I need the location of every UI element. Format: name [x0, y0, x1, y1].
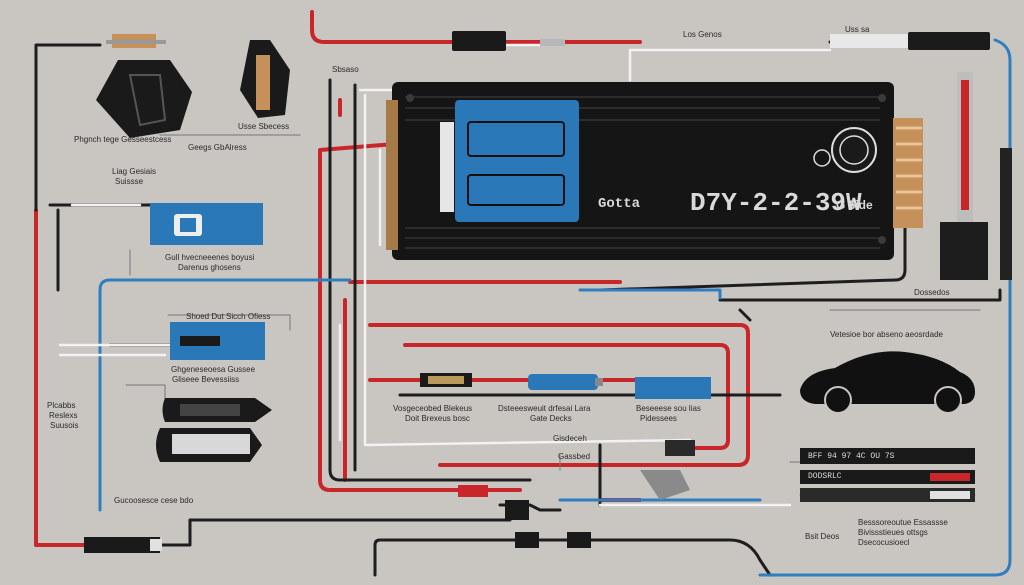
label-top-right-1: Los Genos — [683, 30, 722, 39]
inverter-model-text: D7Y-2-2-39W — [690, 188, 862, 218]
top-fuse — [452, 31, 565, 51]
label-top-left-a: Sbsaso — [332, 65, 359, 74]
label-component-6: Shoed Dut Sicch Ofiess — [186, 312, 271, 321]
label-right-c2: Bivissstieues ottsgs — [858, 528, 928, 537]
switch-3 — [567, 532, 591, 548]
label-top-right-2: Uss sa — [845, 25, 870, 34]
label-right-b: Vetesioe bor abseno aeosrdade — [830, 330, 943, 339]
right-rails — [800, 448, 975, 502]
label-right-c1: Besssoreoutue Essassse — [858, 518, 948, 527]
switch-1 — [505, 500, 529, 520]
label-component-5b: Darenus ghosens — [178, 263, 241, 272]
label-mid-1b: Doit Brexeus bosc — [405, 414, 470, 423]
label-component-2: Usse Sbecess — [238, 122, 290, 131]
label-right-c3: Dsecocusioecl — [858, 538, 910, 547]
fuse-holder-1 — [162, 398, 272, 422]
label-component-4b: Suissse — [115, 177, 144, 186]
label-left-c: Suusois — [50, 421, 79, 430]
label-bottom-left: Gucoosesce cese bdo — [114, 496, 194, 505]
label-mid-4: Gisdeceh — [553, 434, 587, 443]
label-mid-1a: Vosgeceobed Blekeus — [393, 404, 473, 413]
label-component-3: Geegs GbAlress — [188, 143, 247, 152]
fuse-holder-2 — [156, 428, 262, 462]
label-left-a: Plcabbs — [47, 401, 76, 410]
switch-2 — [515, 532, 539, 548]
inline-fuse-1 — [420, 373, 472, 387]
car-silhouette — [800, 351, 975, 414]
relay-module — [240, 40, 290, 118]
top-right-plug — [830, 32, 990, 50]
label-component-5a: Gull hvecneeenes boyusi — [165, 253, 255, 262]
label-component-7a: Ghgeneseoesa Gussee — [171, 365, 256, 374]
inline-fuse-3 — [635, 377, 711, 399]
label-component-1: Phgnch tege Gesseestcess — [74, 135, 172, 144]
inverter-brand-text: Gotta — [598, 196, 641, 212]
label-right-d: Bsit Deos — [805, 532, 840, 541]
bottom-left-connector — [84, 537, 160, 553]
label-left-b: Reslexs — [49, 411, 78, 420]
label-component-4a: Liag Gesiais — [112, 167, 157, 176]
blue-wire — [98, 38, 1012, 577]
label-mid-2a: Dsteeesweuit drfesai Lara — [498, 404, 591, 413]
rail-label-1: BFF 94 97 4C OU 7S — [808, 452, 895, 461]
inline-fuse-2 — [528, 374, 603, 390]
label-mid-5: Gassbed — [558, 452, 591, 461]
label-mid-3b: Pidessees — [640, 414, 677, 423]
label-mid-2b: Gate Decks — [530, 414, 572, 423]
inverter-body — [386, 82, 923, 260]
vertical-fuse — [940, 72, 1012, 280]
rail-label-2: DODSRLC — [808, 472, 842, 481]
label-component-7b: Gliseee Bevessiiss — [172, 375, 240, 384]
blue-module-1 — [150, 203, 263, 245]
label-mid-3a: Beseeese sou lias — [636, 404, 701, 413]
blue-module-2 — [170, 322, 265, 360]
inverter-side-text: G 5ide — [836, 198, 873, 212]
label-right-a: Dossedos — [914, 288, 950, 297]
distribution-block — [96, 34, 192, 138]
